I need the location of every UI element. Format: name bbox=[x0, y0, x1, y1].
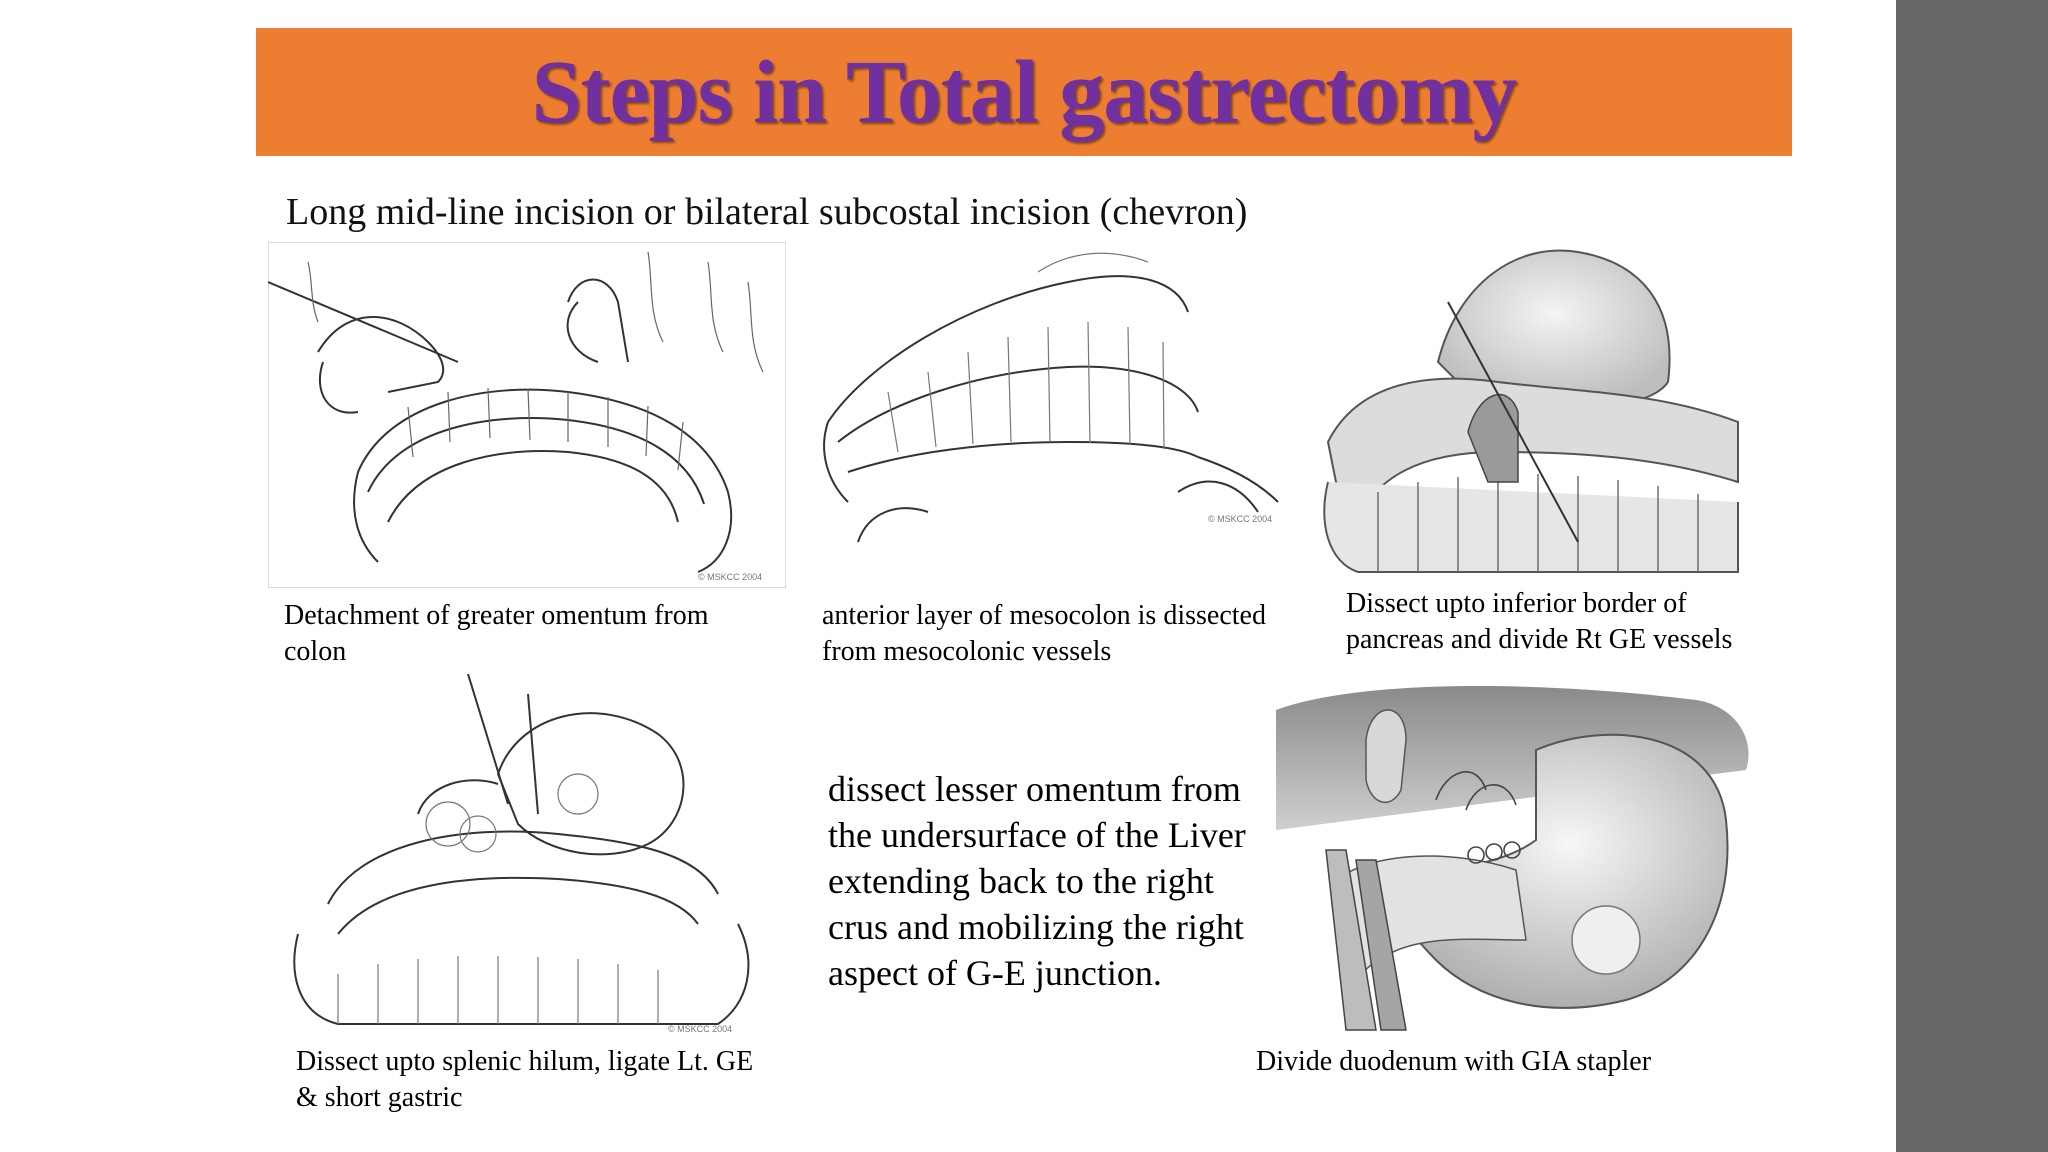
figure-3-caption: Dissect upto inferior border of pancreas… bbox=[1346, 588, 1733, 655]
slide-subtitle: Long mid-line incision or bilateral subc… bbox=[286, 191, 1248, 233]
illustration-duodenum-stapler bbox=[1276, 680, 1756, 1032]
duodenum-stapler-drawing bbox=[1276, 686, 1749, 1031]
figure-1-caption: Detachment of greater omentum from colon bbox=[284, 600, 709, 667]
illustration-pancreas-ge-vessels bbox=[1318, 242, 1756, 582]
pancreas-ge-vessels-drawing bbox=[1323, 249, 1739, 573]
figure-1-copyright: © MSKCC 2004 bbox=[698, 572, 762, 582]
splenic-hilum-drawing: © MSKCC 2004 bbox=[293, 674, 750, 1034]
illustration-mesocolon-dissection: © MSKCC 2004 bbox=[808, 242, 1288, 588]
figure-5-caption: Divide duodenum with GIA stapler bbox=[1256, 1046, 1652, 1077]
mesocolon-dissection-drawing: © MSKCC 2004 bbox=[823, 252, 1279, 543]
figure-4-copyright: © MSKCC 2004 bbox=[668, 1024, 732, 1034]
illustration-omentum-detachment: © MSKCC 2004 bbox=[268, 242, 786, 588]
figure-4-caption: Dissect upto splenic hilum, ligate Lt. G… bbox=[296, 1046, 754, 1113]
figure-2-copyright: © MSKCC 2004 bbox=[1208, 514, 1272, 524]
omentum-detachment-drawing: © MSKCC 2004 bbox=[268, 242, 786, 588]
illustration-splenic-hilum: © MSKCC 2004 bbox=[278, 674, 778, 1038]
lesser-omentum-step-text: dissect lesser omentum from the undersur… bbox=[828, 769, 1246, 993]
side-bar bbox=[1896, 0, 2048, 1152]
slide-title: Steps in Total gastrectomy bbox=[531, 42, 1518, 142]
figure-2-caption: anterior layer of mesocolon is dissected… bbox=[822, 600, 1266, 667]
title-banner: Steps in Total gastrectomy bbox=[256, 28, 1792, 156]
